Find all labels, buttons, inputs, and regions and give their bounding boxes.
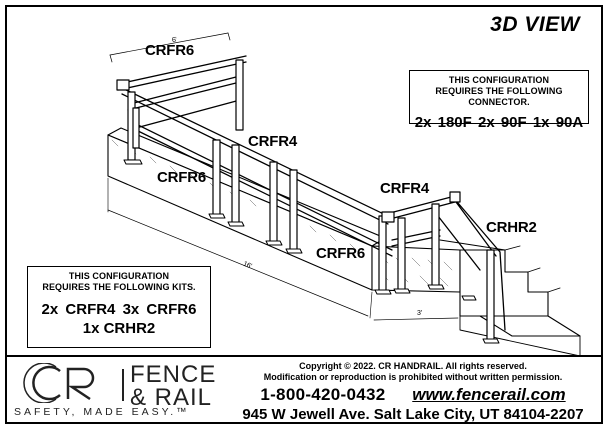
post <box>269 161 278 243</box>
phone-web-row: 1-800-420-0432 www.fencerail.com <box>224 385 602 405</box>
post <box>431 203 440 287</box>
rail-back-mid <box>135 99 241 129</box>
post <box>212 139 221 216</box>
post <box>486 249 495 341</box>
rail-top-back <box>117 55 247 91</box>
connector-note: THIS CONFIGURATION REQUIRES THE FOLLOWIN… <box>409 70 589 131</box>
connector <box>381 211 395 223</box>
tagline: SAFETY, MADE EASY.™ <box>14 406 190 418</box>
lower-slab <box>459 315 581 357</box>
kits-note-row2: 1x CRHR2 <box>82 320 156 337</box>
rail-left-top <box>121 87 393 225</box>
connector <box>449 191 461 203</box>
logo-divider <box>122 369 124 401</box>
view-title: 3D VIEW <box>490 13 580 36</box>
label-crhr2: CRHR2 <box>486 219 537 236</box>
dim-depth-line <box>373 317 459 321</box>
dim-depth: 3' <box>417 310 422 317</box>
connector <box>116 79 130 91</box>
label-crfr6-front: CRFR6 <box>316 245 366 262</box>
stair-side <box>439 239 506 251</box>
title-block-divider <box>7 355 603 357</box>
label-crfr4-right: CRFR4 <box>380 180 430 197</box>
post <box>231 144 240 224</box>
label-crfr6-top: CRFR6 <box>145 42 195 59</box>
brand-line1: FENCE <box>130 361 217 388</box>
rail-stair-top <box>451 195 506 331</box>
rights-notice: Modification or reproduction is prohibit… <box>263 372 563 382</box>
dim-top-width-line <box>109 32 229 56</box>
post <box>378 215 387 292</box>
kits-note-line1: THIS CONFIGURATION <box>68 271 170 281</box>
label-crfr6-left: CRFR6 <box>157 169 207 186</box>
post <box>289 169 298 251</box>
connector-note-line2: REQUIRES THE FOLLOWING CONNECTOR. <box>435 86 563 107</box>
rail-left-mid <box>131 121 393 257</box>
dim-length-line <box>107 209 369 317</box>
connector-note-line1: THIS CONFIGURATION <box>448 75 550 85</box>
label-crfr4-mid: CRFR4 <box>248 133 298 150</box>
phone-number[interactable]: 1-800-420-0432 <box>260 385 386 404</box>
connector-note-items: 2x 180F 2x 90F 1x 90A <box>414 114 584 131</box>
cr-logo-icon <box>23 363 95 403</box>
dim-top-width: 6' <box>171 36 178 45</box>
post <box>132 107 140 149</box>
contact-block: Copyright © 2022. CR HANDRAIL. All right… <box>224 361 602 424</box>
rail-stair-mid <box>437 215 481 271</box>
post <box>397 217 406 291</box>
brand-line2: & RAIL <box>130 384 213 411</box>
brand-name: FENCE & RAIL <box>130 361 217 411</box>
copyright: Copyright © 2022. CR HANDRAIL. All right… <box>299 361 527 371</box>
company-logo: FENCE & RAIL SAFETY, MADE EASY.™ <box>12 361 222 421</box>
kits-note-row1: 2x CRFR4 3x CRFR6 <box>41 301 197 318</box>
ground-ramp <box>479 315 581 337</box>
kits-note-line2: REQUIRES THE FOLLOWING KITS. <box>42 282 196 292</box>
website-link[interactable]: www.fencerail.com <box>412 385 566 404</box>
rail-inner-top <box>127 75 241 111</box>
drawing-frame <box>5 5 603 424</box>
address: 945 W Jewell Ave. Salt Lake City, UT 841… <box>242 406 584 423</box>
post <box>235 59 244 131</box>
kits-note: THIS CONFIGURATION REQUIRES THE FOLLOWIN… <box>27 266 211 348</box>
rail-front-top <box>385 195 456 221</box>
